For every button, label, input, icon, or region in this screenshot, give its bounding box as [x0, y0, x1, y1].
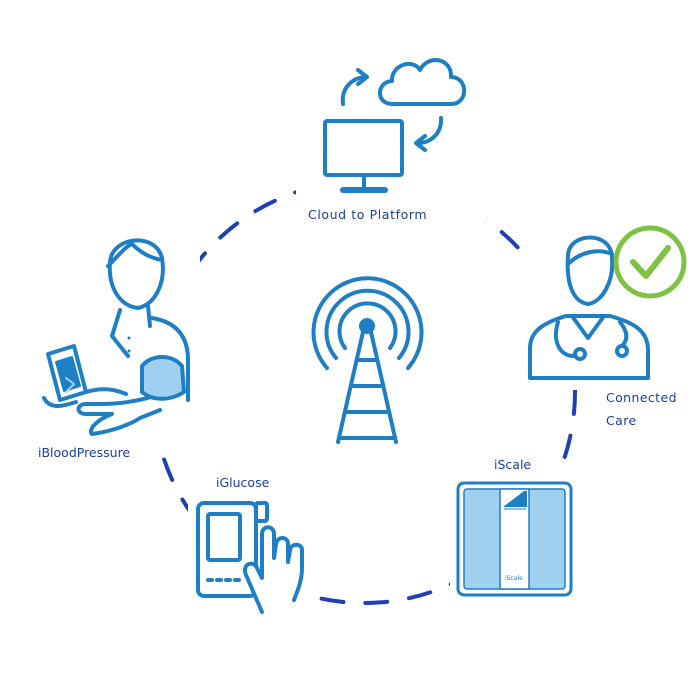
- sync-arrows-icon: [340, 68, 444, 152]
- connected-care-node: [528, 225, 687, 380]
- antenna-tower-icon: [311, 276, 424, 444]
- bp-monitor-icon: [42, 344, 128, 408]
- patient-icon: [76, 238, 190, 436]
- hand-icon: [243, 525, 304, 614]
- connected-care-label-line2: Care: [606, 413, 637, 428]
- iscale-node: iScale: [456, 481, 573, 597]
- cloud-platform-label: Cloud to Platform: [308, 207, 428, 222]
- iglucose-label: iGlucose: [216, 475, 270, 490]
- iscale-label: iScale: [494, 457, 532, 472]
- scale-brand-text: iScale: [505, 575, 523, 582]
- glucose-meter-icon: [196, 501, 269, 598]
- monitor-icon: [323, 119, 404, 193]
- checkmark-icon: [613, 225, 687, 299]
- doctor-icon: [528, 235, 650, 380]
- cloud-platform-node: [323, 58, 467, 193]
- bp-cuff-icon: [140, 355, 186, 401]
- iglucose-node: [196, 501, 304, 614]
- scale-icon: iScale: [456, 481, 573, 597]
- iblood-pressure-node: [42, 238, 190, 436]
- iblood-pressure-label: iBloodPressure: [38, 445, 131, 460]
- cloud-icon: [378, 58, 467, 106]
- connected-care-label-line1: Connected: [606, 390, 677, 405]
